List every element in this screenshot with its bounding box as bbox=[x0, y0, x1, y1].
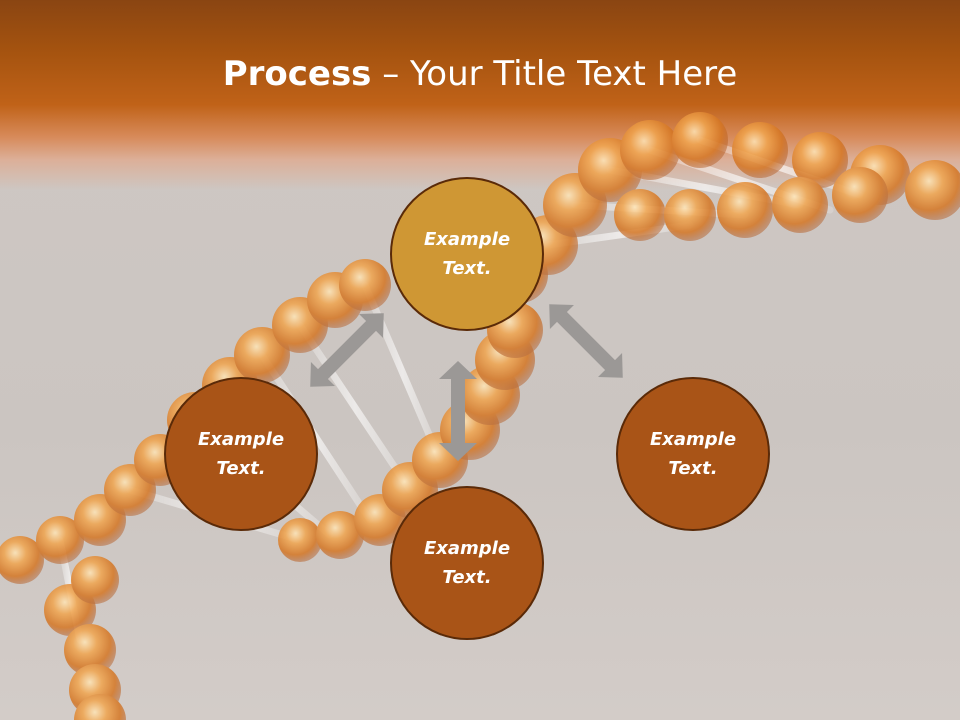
helix-bead bbox=[614, 189, 666, 241]
helix-bead bbox=[905, 160, 960, 220]
title-rest: – Your Title Text Here bbox=[371, 54, 738, 94]
helix-bead bbox=[234, 327, 290, 383]
helix-bead bbox=[672, 112, 728, 168]
helix-bead bbox=[792, 132, 848, 188]
helix-bead bbox=[732, 122, 788, 178]
helix-bead bbox=[278, 518, 322, 562]
helix-bead bbox=[74, 694, 126, 720]
helix-bead bbox=[0, 536, 44, 584]
helix-rung bbox=[296, 321, 414, 494]
slide-title[interactable]: Process – Your Title Text Here bbox=[0, 52, 960, 96]
process-node-right[interactable]: Example Text. bbox=[616, 377, 770, 531]
helix-bead bbox=[339, 259, 391, 311]
arrow-top-left[interactable] bbox=[298, 301, 396, 399]
process-node-left[interactable]: Example Text. bbox=[164, 377, 318, 531]
node-bottom-label: Example Text. bbox=[423, 538, 511, 588]
process-node-top[interactable]: Example Text. bbox=[390, 177, 544, 331]
helix-bead bbox=[832, 167, 888, 223]
helix-bead bbox=[772, 177, 828, 233]
helix-bead bbox=[64, 624, 116, 676]
helix-bead bbox=[71, 556, 119, 604]
arrow-vertical[interactable] bbox=[439, 361, 477, 461]
helix-bead bbox=[717, 182, 773, 238]
helix-bead bbox=[664, 189, 716, 241]
process-node-bottom[interactable]: Example Text. bbox=[390, 486, 544, 640]
node-right-label: Example Text. bbox=[649, 429, 737, 479]
node-left-label: Example Text. bbox=[197, 429, 285, 479]
arrow-top-right[interactable] bbox=[537, 292, 635, 390]
helix-bead bbox=[620, 120, 680, 180]
title-bold: Process bbox=[222, 54, 372, 94]
helix-bead bbox=[316, 511, 364, 559]
helix-bead bbox=[36, 516, 84, 564]
node-top-label: Example Text. bbox=[423, 229, 511, 279]
